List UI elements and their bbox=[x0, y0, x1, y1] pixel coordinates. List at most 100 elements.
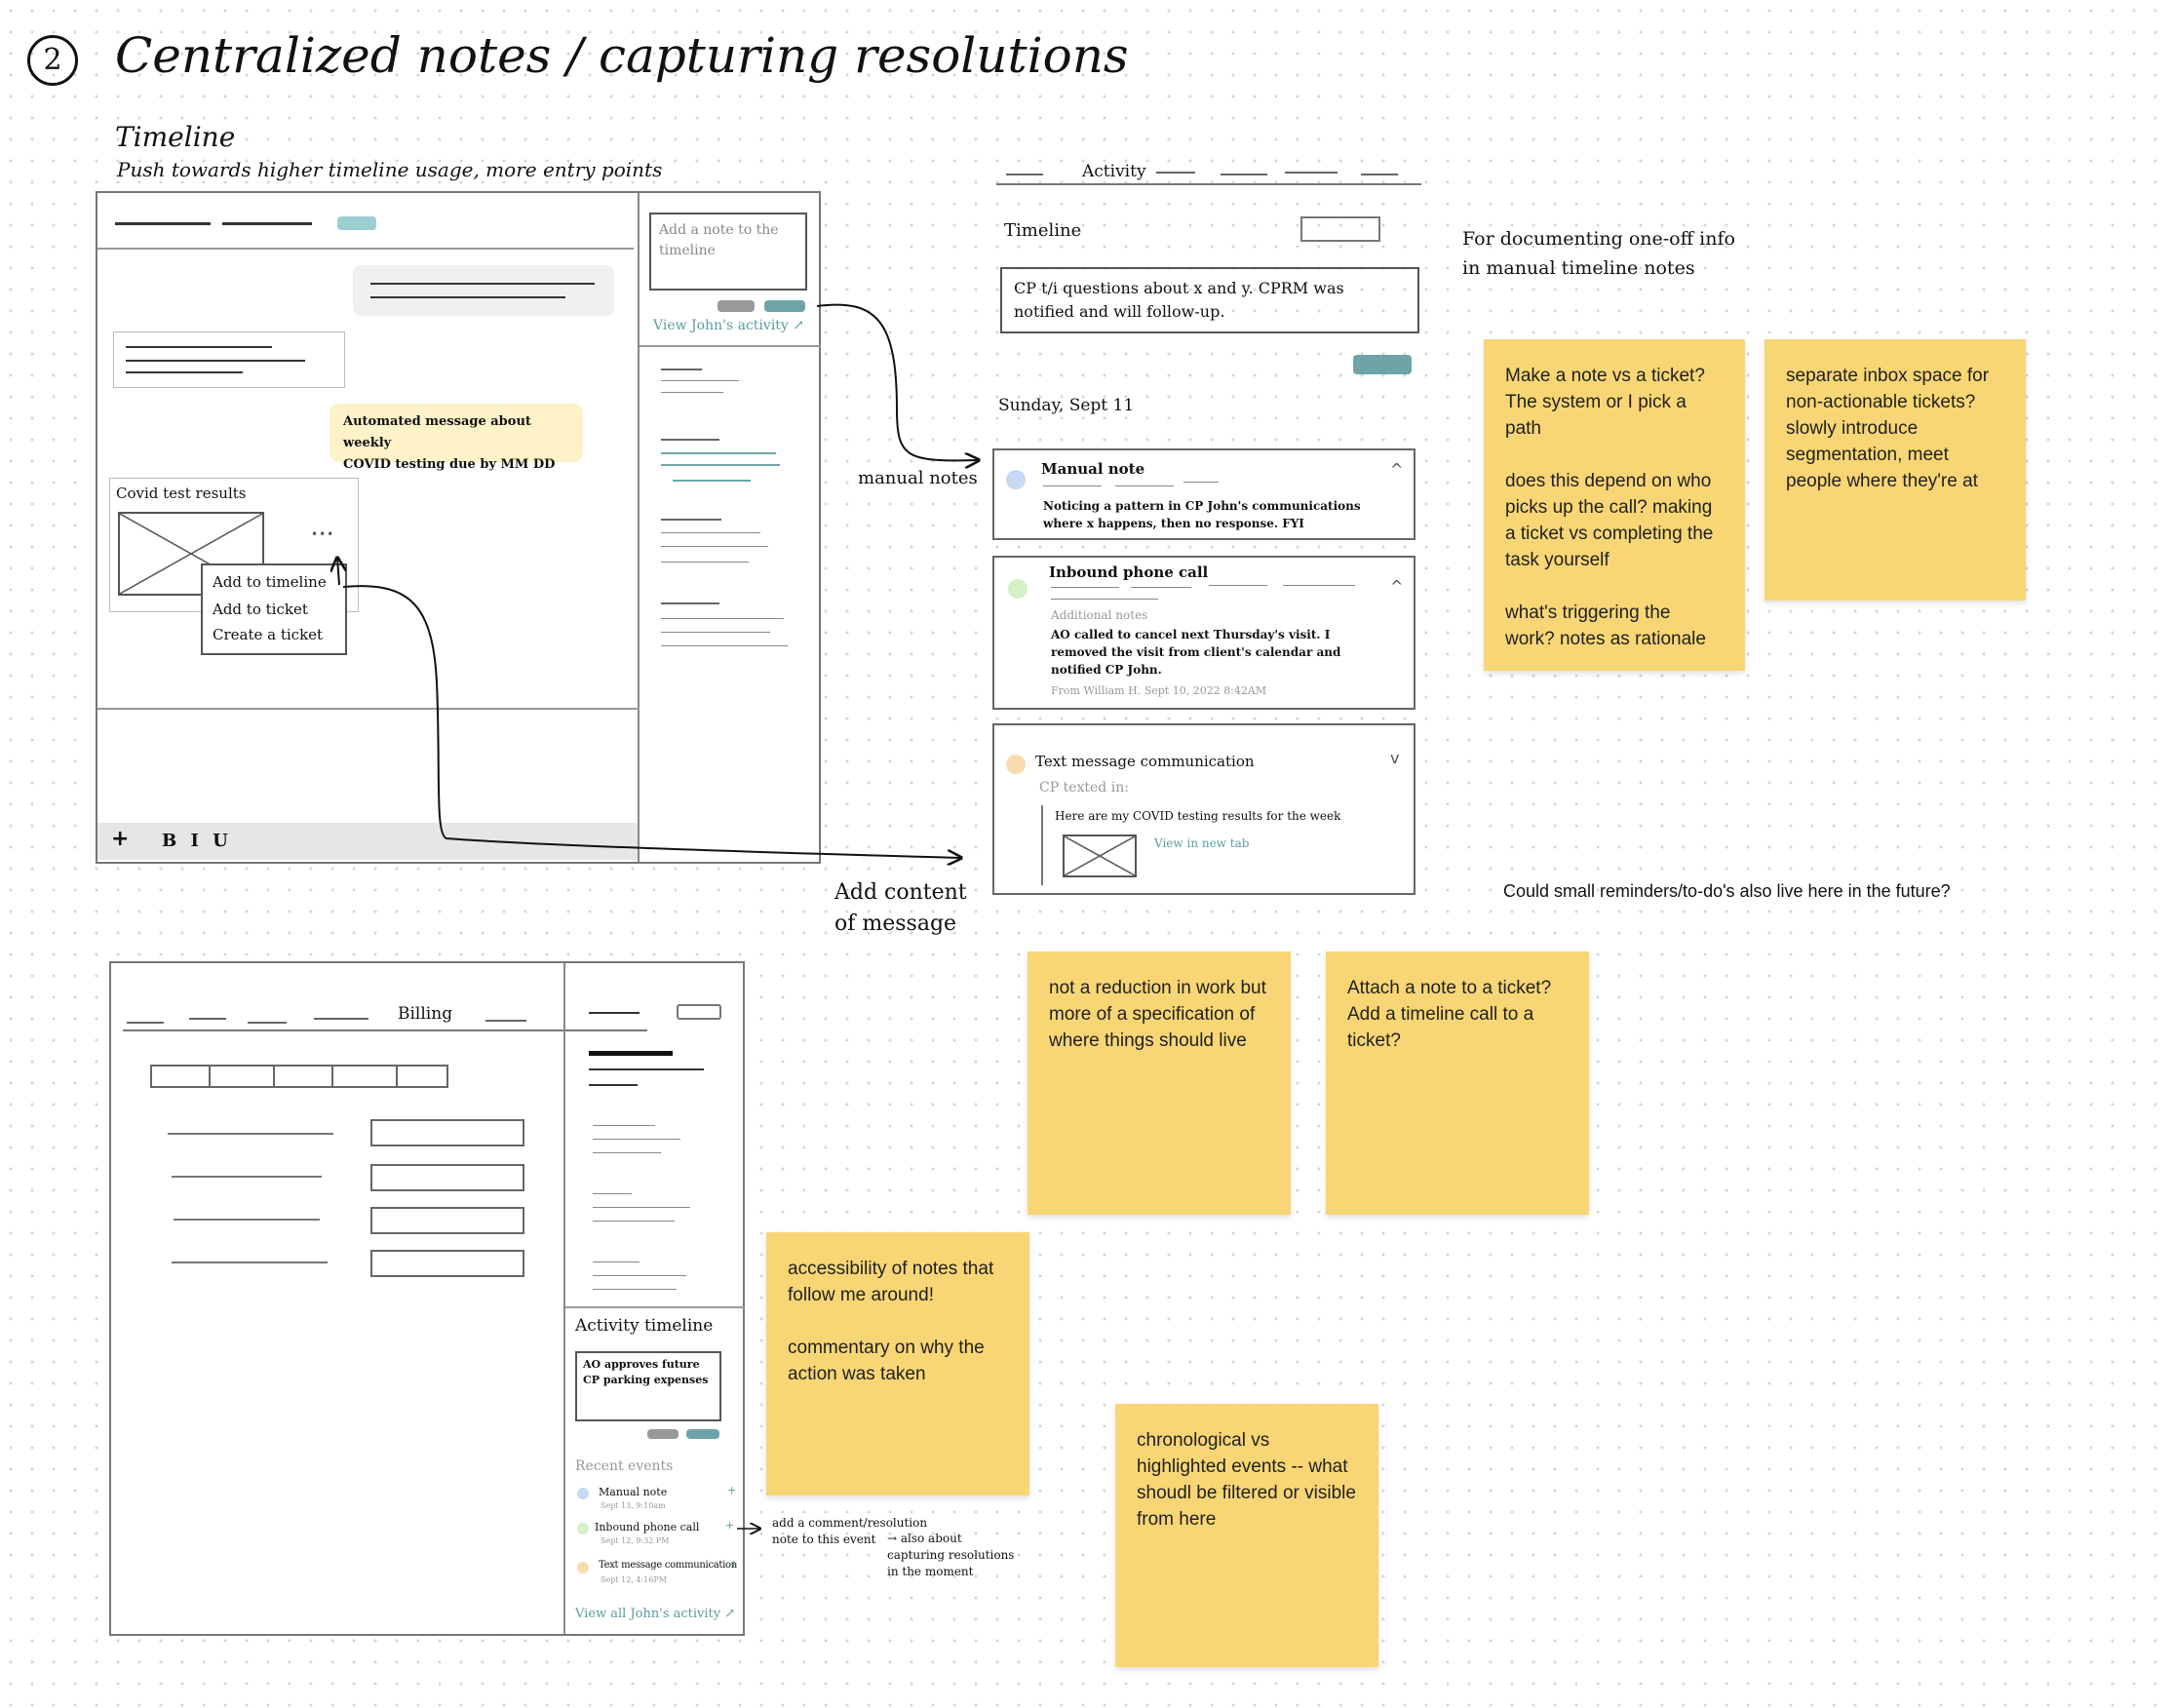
recent-event[interactable]: Inbound phone call Sept 12, 9:32 PM + bbox=[577, 1519, 739, 1552]
sticky-note-inbox-space: separate inbox space for non-actionable … bbox=[1765, 339, 2026, 601]
page-title: Centralized notes / capturing resolution… bbox=[115, 27, 1129, 84]
card-title: Manual note bbox=[1041, 460, 1145, 478]
inbound-call-dot bbox=[1008, 579, 1028, 599]
view-activity-link[interactable]: View John's activity ↗ bbox=[653, 318, 804, 333]
billing-field[interactable] bbox=[370, 1119, 524, 1146]
section-number-badge: 2 bbox=[27, 35, 78, 86]
sticky-note-note-vs-ticket: Make a note vs a ticket? The system or I… bbox=[1484, 339, 1745, 671]
format-buttons[interactable]: B I U bbox=[162, 831, 232, 851]
context-menu: Add to timeline Add to ticket Create a t… bbox=[201, 563, 347, 655]
date-label: Sunday, Sept 11 bbox=[998, 396, 1135, 415]
billing-segmented-control[interactable] bbox=[150, 1065, 448, 1088]
arrow-sidebar-to-manual-note bbox=[816, 303, 979, 461]
card-body: Here are my COVID testing results for th… bbox=[1055, 809, 1341, 823]
add-icon[interactable]: + bbox=[111, 827, 130, 851]
external-link-icon: ↗ bbox=[793, 318, 805, 333]
card-meta-label: CP texted in: bbox=[1039, 780, 1129, 796]
activity-timeline-title: Activity timeline bbox=[575, 1316, 714, 1336]
timeline-card-manual-note[interactable]: Manual note ^ Noticing a pattern in CP J… bbox=[992, 448, 1416, 540]
sidebar-save-button[interactable] bbox=[764, 300, 805, 312]
annotation-manual-notes: manual notes bbox=[858, 468, 978, 488]
manual-note-dot bbox=[577, 1488, 589, 1499]
recent-event[interactable]: Manual note Sept 13, 9:10am + bbox=[577, 1484, 739, 1517]
sidebar-note-input[interactable]: Add a note to the timeline bbox=[649, 213, 807, 291]
sticky-note-attach: Attach a note to a ticket? Add a timelin… bbox=[1326, 951, 1589, 1215]
sticky-note-accessibility: accessibility of notes that follow me ar… bbox=[766, 1232, 1029, 1495]
wire-status-pill bbox=[337, 216, 376, 230]
tab-billing[interactable]: Billing bbox=[398, 1004, 453, 1024]
billing-sidebar-button[interactable] bbox=[677, 1004, 721, 1020]
wire-divider bbox=[97, 248, 634, 250]
timeline-save-button[interactable] bbox=[1353, 355, 1412, 374]
view-all-activity-link[interactable]: View all John's activity ↗ bbox=[575, 1607, 735, 1621]
annotation-documenting: For documenting one-off info in manual t… bbox=[1462, 228, 1735, 279]
sidebar-cancel-button[interactable] bbox=[718, 300, 755, 312]
activity-save-button[interactable] bbox=[686, 1429, 719, 1439]
sticky-note-reduction: not a reduction in work but more of a sp… bbox=[1028, 951, 1291, 1215]
annotation-reminders-question: Could small reminders/to-do's also live … bbox=[1503, 881, 1951, 901]
messaging-wireframe: Automated message about weekly COVID tes… bbox=[96, 191, 821, 864]
timeline-note-input[interactable]: CP t/i questions about x and y. CPRM was… bbox=[1000, 267, 1419, 333]
collapse-chevron-icon[interactable]: ^ bbox=[1390, 577, 1404, 596]
billing-field[interactable] bbox=[370, 1250, 524, 1277]
menu-item-add-to-ticket[interactable]: Add to ticket bbox=[213, 601, 308, 618]
card-title: Inbound phone call bbox=[1049, 563, 1209, 581]
expand-chevron-icon[interactable]: v bbox=[1390, 749, 1400, 767]
billing-field[interactable] bbox=[370, 1207, 524, 1234]
more-options-icon[interactable]: ••• bbox=[311, 527, 335, 541]
event-time: Sept 13, 9:10am bbox=[601, 1501, 666, 1510]
event-title: Text message communication bbox=[599, 1560, 737, 1571]
billing-sidebar-divider bbox=[563, 963, 565, 1634]
card-body: AO called to cancel next Thursday's visi… bbox=[1051, 628, 1341, 677]
timeline-card-inbound-call[interactable]: Inbound phone call ^ Additional notes AO… bbox=[992, 556, 1416, 710]
sticky-note-chronological: chronological vs highlighted events -- w… bbox=[1115, 1404, 1378, 1667]
covid-label: Covid test results bbox=[116, 485, 247, 502]
wire-nav-line bbox=[222, 222, 312, 225]
collapse-chevron-icon[interactable]: ^ bbox=[1390, 460, 1404, 479]
automated-message-bubble: Automated message about weekly COVID tes… bbox=[330, 404, 583, 472]
composer-divider bbox=[97, 708, 640, 710]
section-number: 2 bbox=[43, 43, 62, 77]
event-time: Sept 12, 4:16PM bbox=[601, 1575, 667, 1584]
text-message-dot bbox=[577, 1562, 589, 1573]
timeline-label: Timeline bbox=[1004, 220, 1082, 241]
timeline-section-subtitle: Push towards higher timeline usage, more… bbox=[117, 158, 663, 181]
annotation-add-content: Add content of message bbox=[834, 880, 967, 936]
card-footer: From William H. Sept 10, 2022 8:42AM bbox=[1051, 684, 1267, 697]
billing-field[interactable] bbox=[370, 1164, 524, 1191]
add-comment-icon[interactable]: + bbox=[727, 1484, 737, 1496]
activity-timeline-note[interactable]: AO approves future CP parking expenses bbox=[575, 1351, 721, 1421]
message-card bbox=[113, 331, 345, 388]
composer-toolbar: + B I U bbox=[97, 823, 638, 860]
message-bubble bbox=[353, 265, 614, 316]
billing-wireframe: Billing Activity timeline AO approves fu… bbox=[109, 961, 745, 1636]
add-comment-icon[interactable]: + bbox=[729, 1558, 739, 1571]
tab-activity[interactable]: Activity bbox=[1082, 162, 1146, 181]
card-meta-label: Additional notes bbox=[1051, 608, 1148, 622]
menu-item-add-to-timeline[interactable]: Add to timeline bbox=[213, 573, 327, 591]
inbound-call-dot bbox=[577, 1523, 589, 1534]
event-time: Sept 12, 9:32 PM bbox=[601, 1536, 670, 1545]
menu-item-create-ticket[interactable]: Create a ticket bbox=[213, 626, 324, 643]
card-body: Noticing a pattern in CP John's communic… bbox=[1043, 499, 1361, 530]
timeline-card-text-message[interactable]: Text message communication v CP texted i… bbox=[992, 723, 1416, 895]
view-activity-link-label: View John's activity bbox=[653, 318, 789, 333]
activity-tabs-underline bbox=[996, 183, 1421, 185]
sidebar-divider bbox=[640, 345, 821, 347]
manual-note-dot bbox=[1006, 470, 1026, 489]
wire-nav-line bbox=[115, 222, 211, 225]
activity-cancel-button[interactable] bbox=[647, 1429, 679, 1439]
activity-tabs: Activity bbox=[996, 160, 1421, 187]
quote-bar bbox=[1041, 805, 1043, 885]
view-in-new-tab-link[interactable]: View in new tab bbox=[1154, 836, 1250, 850]
view-all-activity-label: View all John's activity bbox=[575, 1607, 721, 1621]
wire-sidebar-divider bbox=[638, 193, 640, 862]
add-comment-icon[interactable]: + bbox=[725, 1519, 735, 1532]
external-link-icon: ↗ bbox=[724, 1607, 736, 1621]
recent-event[interactable]: Text message communication Sept 12, 4:16… bbox=[577, 1558, 739, 1591]
event-title: Inbound phone call bbox=[595, 1521, 700, 1533]
annotation-comment-note: add a comment/resolution note to this ev… bbox=[772, 1516, 928, 1546]
event-title: Manual note bbox=[599, 1486, 668, 1498]
timeline-filter-button[interactable] bbox=[1300, 216, 1380, 242]
text-message-dot bbox=[1006, 755, 1026, 774]
